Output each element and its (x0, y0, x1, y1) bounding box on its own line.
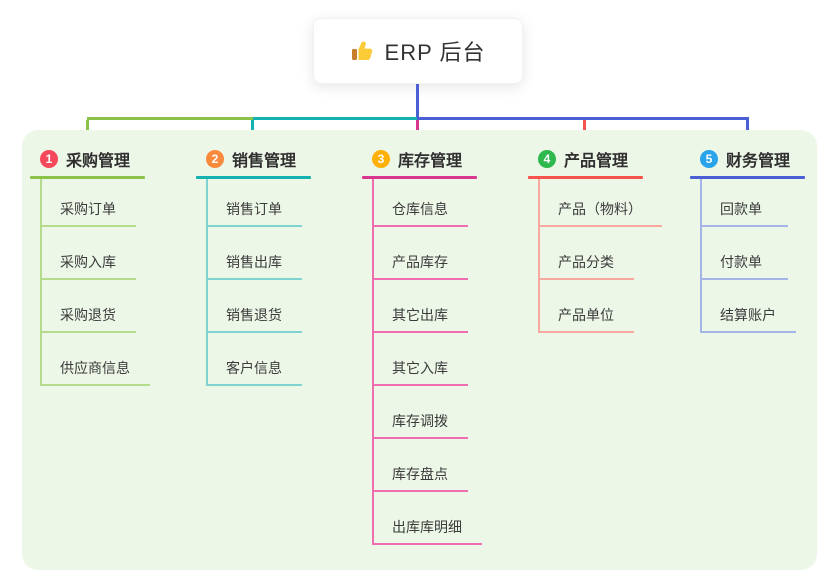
item[interactable]: 结算账户 (702, 280, 796, 333)
branch-inventory: 3 库存管理 仓库信息 产品库存 其它出库 其它入库 库存调拨 库存盘点 出库库… (362, 148, 482, 545)
branch-underline (30, 176, 145, 179)
branch-title: 库存管理 (398, 153, 463, 170)
item[interactable]: 其它出库 (374, 280, 468, 333)
item[interactable]: 其它入库 (374, 333, 468, 386)
branch-title: 采购管理 (66, 153, 131, 170)
branch-items: 回款单 付款单 结算账户 (700, 179, 805, 333)
branch-underline (362, 176, 477, 179)
item[interactable]: 付款单 (702, 227, 788, 280)
branch-finance: 5 财务管理 回款单 付款单 结算账户 (690, 148, 805, 333)
item[interactable]: 采购订单 (42, 179, 136, 227)
branch-underline (690, 176, 805, 179)
item[interactable]: 销售退货 (208, 280, 302, 333)
branch-items: 销售订单 销售出库 销售退货 客户信息 (206, 179, 311, 386)
branch-number-badge: 4 (538, 150, 556, 168)
branch-number-badge: 2 (206, 150, 224, 168)
branches-panel: 1 采购管理 采购订单 采购入库 采购退货 供应商信息 2 销售管理 销售订单 … (22, 130, 817, 570)
item[interactable]: 产品分类 (540, 227, 634, 280)
connector-bus-right (417, 117, 749, 120)
branch-title: 产品管理 (564, 153, 629, 170)
item[interactable]: 库存盘点 (374, 439, 468, 492)
branch-items: 仓库信息 产品库存 其它出库 其它入库 库存调拨 库存盘点 出库库明细 (372, 179, 482, 545)
item[interactable]: 出库库明细 (374, 492, 482, 545)
branch-underline (196, 176, 311, 179)
item[interactable]: 供应商信息 (42, 333, 150, 386)
connector-bus-mid (253, 117, 417, 120)
branch-product: 4 产品管理 产品（物料） 产品分类 产品单位 (528, 148, 662, 333)
branch-items: 采购订单 采购入库 采购退货 供应商信息 (40, 179, 150, 386)
item[interactable]: 回款单 (702, 179, 788, 227)
branch-title-row[interactable]: 3 库存管理 (362, 148, 477, 170)
item[interactable]: 客户信息 (208, 333, 302, 386)
branch-purchase: 1 采购管理 采购订单 采购入库 采购退货 供应商信息 (30, 148, 150, 386)
item[interactable]: 库存调拨 (374, 386, 468, 439)
branch-title-row[interactable]: 5 财务管理 (690, 148, 805, 170)
branch-title-row[interactable]: 1 采购管理 (30, 148, 145, 170)
root-node[interactable]: ERP 后台 (313, 18, 523, 84)
branch-title: 销售管理 (232, 153, 297, 170)
item[interactable]: 采购退货 (42, 280, 136, 333)
branch-number-badge: 1 (40, 150, 58, 168)
item[interactable]: 产品单位 (540, 280, 634, 333)
item[interactable]: 仓库信息 (374, 179, 468, 227)
connector-bus-left (87, 117, 253, 120)
item[interactable]: 产品（物料） (540, 179, 662, 227)
branch-title-row[interactable]: 4 产品管理 (528, 148, 643, 170)
branch-items: 产品（物料） 产品分类 产品单位 (538, 179, 662, 333)
branch-underline (528, 176, 643, 179)
branch-sales: 2 销售管理 销售订单 销售出库 销售退货 客户信息 (196, 148, 311, 386)
item[interactable]: 产品库存 (374, 227, 468, 280)
connector-root-line (416, 84, 419, 118)
branch-number-badge: 5 (700, 150, 718, 168)
branch-title: 财务管理 (726, 153, 791, 170)
item[interactable]: 销售出库 (208, 227, 302, 280)
item[interactable]: 销售订单 (208, 179, 302, 227)
branch-title-row[interactable]: 2 销售管理 (196, 148, 311, 170)
item[interactable]: 采购入库 (42, 227, 136, 280)
branch-number-badge: 3 (372, 150, 390, 168)
root-title: ERP 后台 (384, 40, 486, 65)
thumbs-up-icon (351, 41, 372, 60)
